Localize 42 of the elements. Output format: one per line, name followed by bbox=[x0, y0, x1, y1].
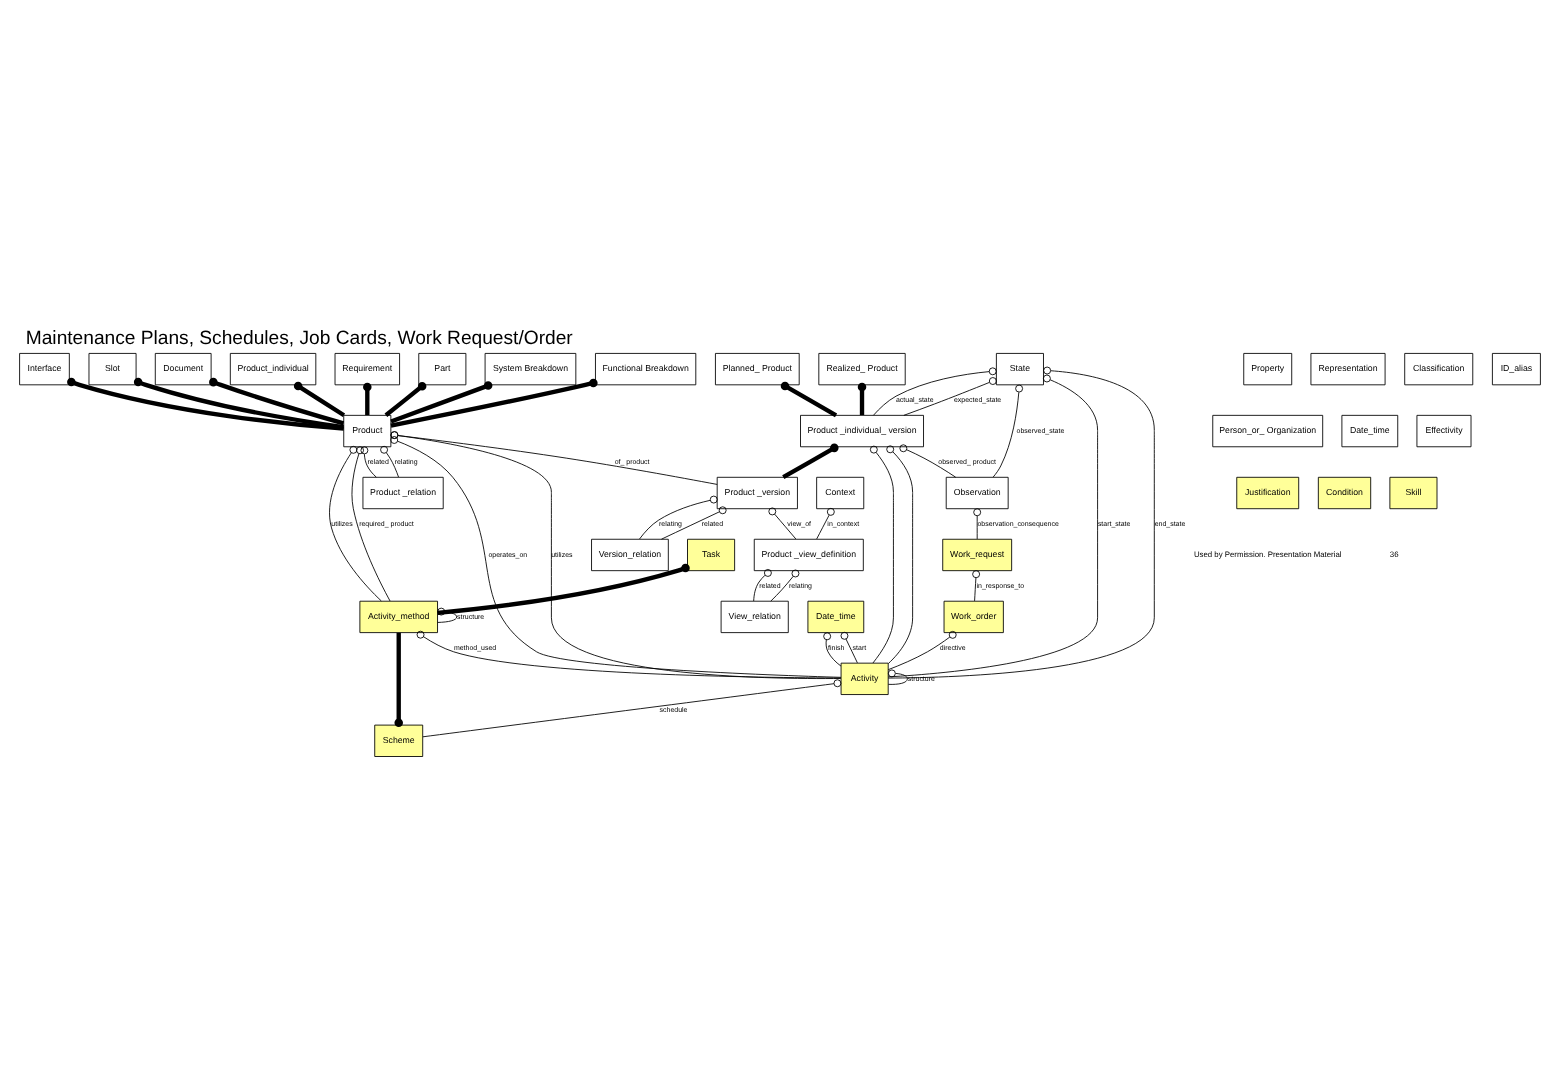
connector bbox=[422, 678, 842, 737]
connector bbox=[67, 376, 344, 430]
connector bbox=[780, 380, 838, 417]
connector bbox=[887, 629, 957, 670]
connector bbox=[753, 568, 772, 601]
connector bbox=[133, 376, 344, 429]
connector bbox=[782, 442, 839, 479]
connector bbox=[351, 445, 391, 601]
connector bbox=[992, 383, 1024, 477]
diagram-title: Maintenance Plans, Schedules, Job Cards, Work Request/Order bbox=[25, 327, 573, 350]
connector bbox=[390, 377, 598, 427]
connector bbox=[770, 568, 800, 601]
connector bbox=[384, 380, 427, 416]
connector bbox=[972, 569, 981, 601]
connector bbox=[437, 562, 690, 615]
connector bbox=[639, 494, 718, 539]
connector bbox=[873, 366, 997, 415]
connector bbox=[394, 631, 403, 726]
connector bbox=[816, 506, 835, 539]
connector bbox=[903, 376, 997, 415]
connector bbox=[823, 631, 842, 666]
connector bbox=[416, 629, 842, 678]
connector bbox=[363, 381, 372, 415]
connector bbox=[661, 505, 727, 539]
connector bbox=[329, 444, 382, 601]
connector bbox=[209, 376, 345, 425]
connector bbox=[390, 380, 493, 423]
connector bbox=[857, 381, 867, 415]
connector bbox=[360, 445, 377, 477]
connector bbox=[437, 606, 458, 622]
connector bbox=[380, 444, 399, 477]
connector bbox=[768, 506, 797, 539]
connector bbox=[899, 443, 957, 477]
connector bbox=[887, 365, 1155, 678]
connector bbox=[293, 380, 346, 417]
connector bbox=[390, 430, 718, 484]
connector bbox=[840, 630, 858, 663]
connector bbox=[973, 507, 982, 539]
connector bbox=[887, 668, 908, 684]
connector bbox=[887, 373, 1099, 677]
connector bbox=[886, 444, 914, 663]
connector bbox=[869, 444, 894, 663]
